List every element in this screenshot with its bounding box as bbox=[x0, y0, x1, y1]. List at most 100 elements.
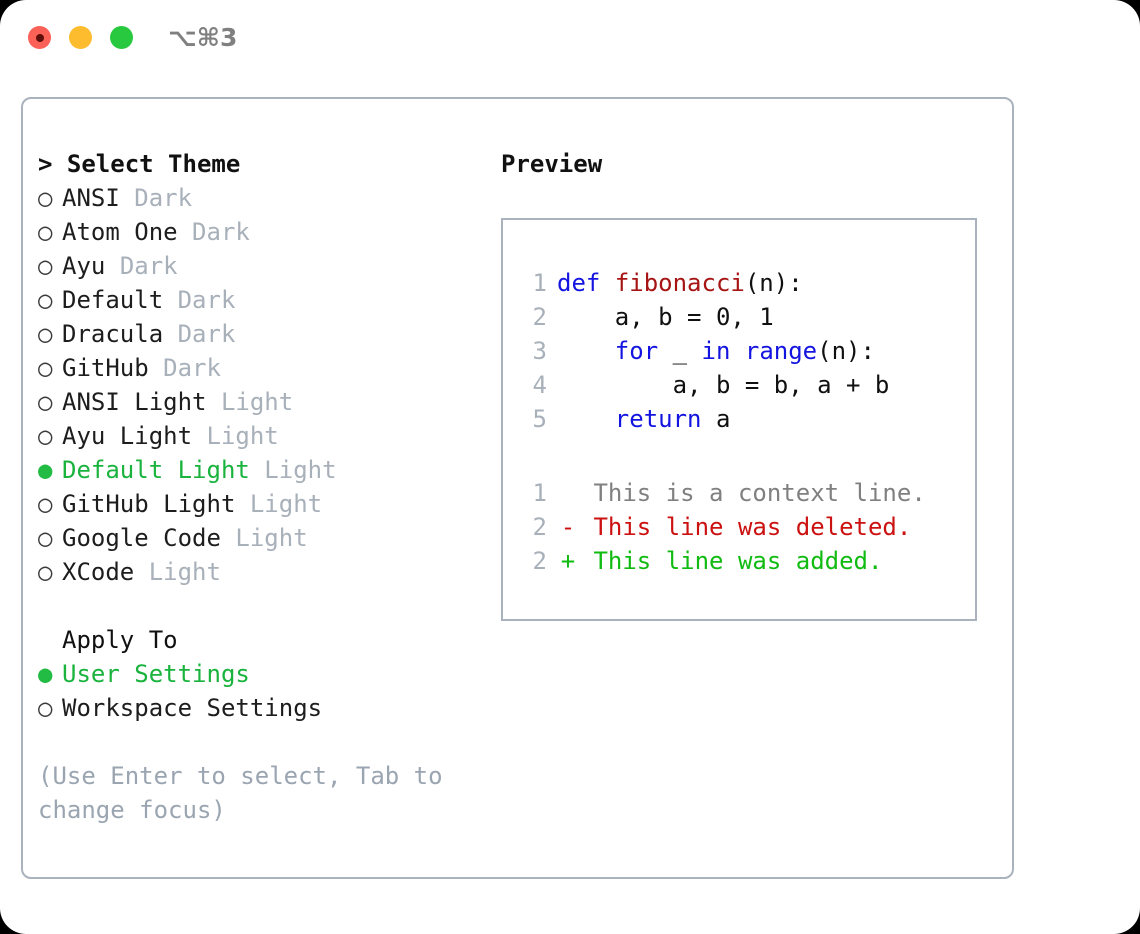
theme-option-label: ANSI Light bbox=[62, 388, 207, 416]
title-bar: ⌥⌘3 bbox=[0, 0, 1140, 78]
diff-sample: 1 This is a context line.2- This line wa… bbox=[519, 476, 926, 578]
radio-unselected-icon[interactable]: ○ bbox=[38, 286, 53, 314]
section-spacer bbox=[38, 589, 498, 623]
code-line-number: 1 bbox=[532, 269, 547, 297]
label-spacer bbox=[134, 555, 148, 589]
diff-marker: - bbox=[560, 513, 576, 541]
radio-unselected-icon[interactable]: ○ bbox=[38, 422, 53, 450]
code-line-number: 4 bbox=[532, 371, 547, 399]
diff-line-text: This is a context line. bbox=[579, 479, 926, 507]
theme-option-ayu-light[interactable]: ○Ayu Light Light bbox=[38, 419, 498, 453]
theme-variant-tag: Dark bbox=[192, 218, 250, 246]
code-line-number: 2 bbox=[532, 303, 547, 331]
code-line-number: 3 bbox=[532, 337, 547, 365]
theme-variant-tag: Light bbox=[264, 456, 337, 484]
label-spacer bbox=[178, 215, 192, 249]
code-line-content: a, b = b, a + b bbox=[557, 368, 890, 402]
theme-option-label: Dracula bbox=[62, 320, 164, 348]
code-token-plain bbox=[730, 337, 744, 365]
main-panel: > Select Theme ○ANSI Dark○Atom One Dark○… bbox=[21, 97, 1014, 879]
label-spacer bbox=[149, 351, 163, 385]
diff-marker bbox=[557, 476, 579, 510]
theme-option-label: Default Light bbox=[62, 456, 250, 484]
theme-option-xcode[interactable]: ○XCode Light bbox=[38, 555, 498, 589]
theme-option-label: XCode bbox=[62, 558, 135, 586]
label-spacer bbox=[235, 487, 249, 521]
theme-option-label: ANSI bbox=[62, 184, 120, 212]
theme-variant-tag: Dark bbox=[163, 354, 221, 382]
code-token-plain bbox=[557, 405, 615, 433]
theme-option-atom-one[interactable]: ○Atom One Dark bbox=[38, 215, 498, 249]
radio-unselected-icon[interactable]: ○ bbox=[38, 320, 53, 348]
diff-line-ctx: 1 This is a context line. bbox=[519, 476, 926, 510]
theme-option-ansi-light[interactable]: ○ ANSI Light Light bbox=[38, 385, 498, 419]
code-token-plain bbox=[600, 269, 614, 297]
radio-selected-icon[interactable]: ● bbox=[38, 660, 53, 688]
radio-unselected-icon[interactable]: ○ bbox=[38, 694, 53, 722]
code-token-kw: in bbox=[701, 337, 731, 365]
theme-option-label: Google Code bbox=[62, 524, 221, 552]
theme-option-label: GitHub bbox=[62, 354, 149, 382]
diff-line-number: 1 bbox=[532, 479, 547, 507]
theme-option-default-light[interactable]: ● Default Light Light bbox=[38, 453, 498, 487]
theme-variant-tag: Dark bbox=[177, 286, 236, 314]
label-spacer bbox=[192, 419, 206, 453]
minimize-button[interactable] bbox=[69, 26, 92, 49]
theme-option-label: GitHub Light bbox=[62, 490, 236, 518]
radio-unselected-icon[interactable]: ○ bbox=[38, 490, 53, 518]
label-spacer bbox=[105, 249, 119, 283]
apply-to-option-label: Workspace Settings bbox=[62, 694, 323, 722]
radio-unselected-icon[interactable]: ○ bbox=[38, 184, 53, 212]
code-line: 2 a, b = 0, 1 bbox=[519, 300, 889, 334]
theme-option-dracula[interactable]: ○ Dracula Dark bbox=[38, 317, 498, 351]
apply-to-option-user-settings[interactable]: ●User Settings bbox=[38, 657, 498, 691]
radio-unselected-icon[interactable]: ○ bbox=[38, 558, 53, 586]
diff-marker: + bbox=[560, 547, 576, 575]
label-spacer bbox=[207, 385, 221, 419]
theme-variant-tag: Light bbox=[220, 388, 294, 416]
radio-unselected-icon[interactable]: ○ bbox=[38, 252, 53, 280]
theme-variant-tag: Light bbox=[249, 490, 323, 518]
zoom-button[interactable] bbox=[110, 26, 133, 49]
apply-to-option-workspace-settings[interactable]: ○ Workspace Settings bbox=[38, 691, 498, 725]
code-token-plain: _ bbox=[658, 337, 702, 365]
code-line-content: a, b = 0, 1 bbox=[557, 300, 774, 334]
radio-unselected-icon[interactable]: ○ bbox=[38, 388, 53, 416]
radio-unselected-icon[interactable]: ○ bbox=[38, 524, 53, 552]
theme-variant-tag: Dark bbox=[177, 320, 236, 348]
code-line-content: def fibonacci(n): bbox=[557, 266, 803, 300]
theme-option-ansi[interactable]: ○ ANSI Dark bbox=[38, 181, 498, 215]
label-spacer bbox=[120, 181, 134, 215]
radio-selected-icon[interactable]: ● bbox=[38, 456, 53, 484]
diff-line-text: This line was deleted. bbox=[579, 513, 912, 541]
theme-option-github[interactable]: ○ GitHub Dark bbox=[38, 351, 498, 385]
theme-variant-tag: Dark bbox=[134, 184, 193, 212]
shortcut-label: ⌥⌘3 bbox=[168, 23, 238, 52]
theme-variant-tag: Light bbox=[235, 524, 308, 552]
preview-title: Preview bbox=[501, 150, 603, 178]
window-controls bbox=[28, 26, 133, 49]
label-spacer bbox=[163, 283, 177, 317]
code-line-number: 5 bbox=[532, 405, 547, 433]
close-button[interactable] bbox=[28, 26, 51, 49]
diff-line-text: This line was added. bbox=[579, 547, 883, 575]
code-token-kw: return bbox=[614, 405, 702, 433]
code-line: 3 for _ in range(n): bbox=[519, 334, 889, 368]
apply-to-option-list: ●User Settings ○ Workspace Settings bbox=[38, 657, 498, 725]
code-line: 1 def fibonacci(n): bbox=[519, 266, 889, 300]
radio-unselected-icon[interactable]: ○ bbox=[38, 354, 53, 382]
theme-option-default[interactable]: ○Default Dark bbox=[38, 283, 498, 317]
theme-option-google-code[interactable]: ○ Google Code Light bbox=[38, 521, 498, 555]
code-line-content: for _ in range(n): bbox=[557, 334, 875, 368]
code-token-plain bbox=[557, 337, 615, 365]
theme-option-github-light[interactable]: ○ GitHub Light Light bbox=[38, 487, 498, 521]
theme-selector-column: > Select Theme ○ANSI Dark○Atom One Dark○… bbox=[38, 147, 498, 827]
code-line-content: return a bbox=[557, 402, 731, 436]
radio-unselected-icon[interactable]: ○ bbox=[38, 218, 53, 246]
code-token-fn: fibonacci bbox=[614, 269, 745, 297]
theme-option-ayu[interactable]: ○Ayu Dark bbox=[38, 249, 498, 283]
code-token-plain: (n): bbox=[744, 269, 803, 297]
code-token-kw: def bbox=[557, 269, 601, 297]
